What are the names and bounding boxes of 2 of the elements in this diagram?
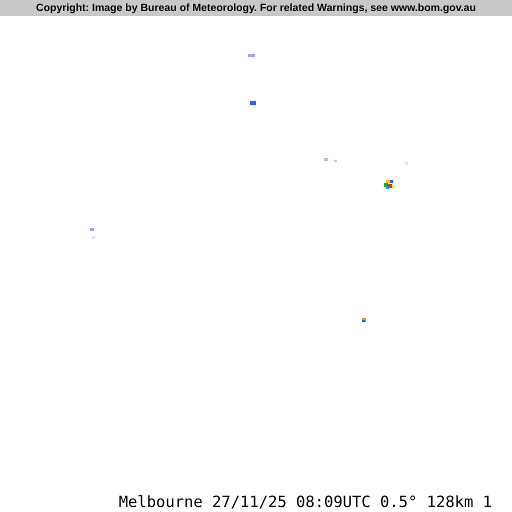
radar-info-text: Melbourne 27/11/25 08:09UTC 0.5° 128km 1 — [118, 492, 492, 512]
copyright-banner: Copyright: Image by Bureau of Meteorology. For related Warnings, see www.bom.gov.au — [0, 0, 512, 16]
